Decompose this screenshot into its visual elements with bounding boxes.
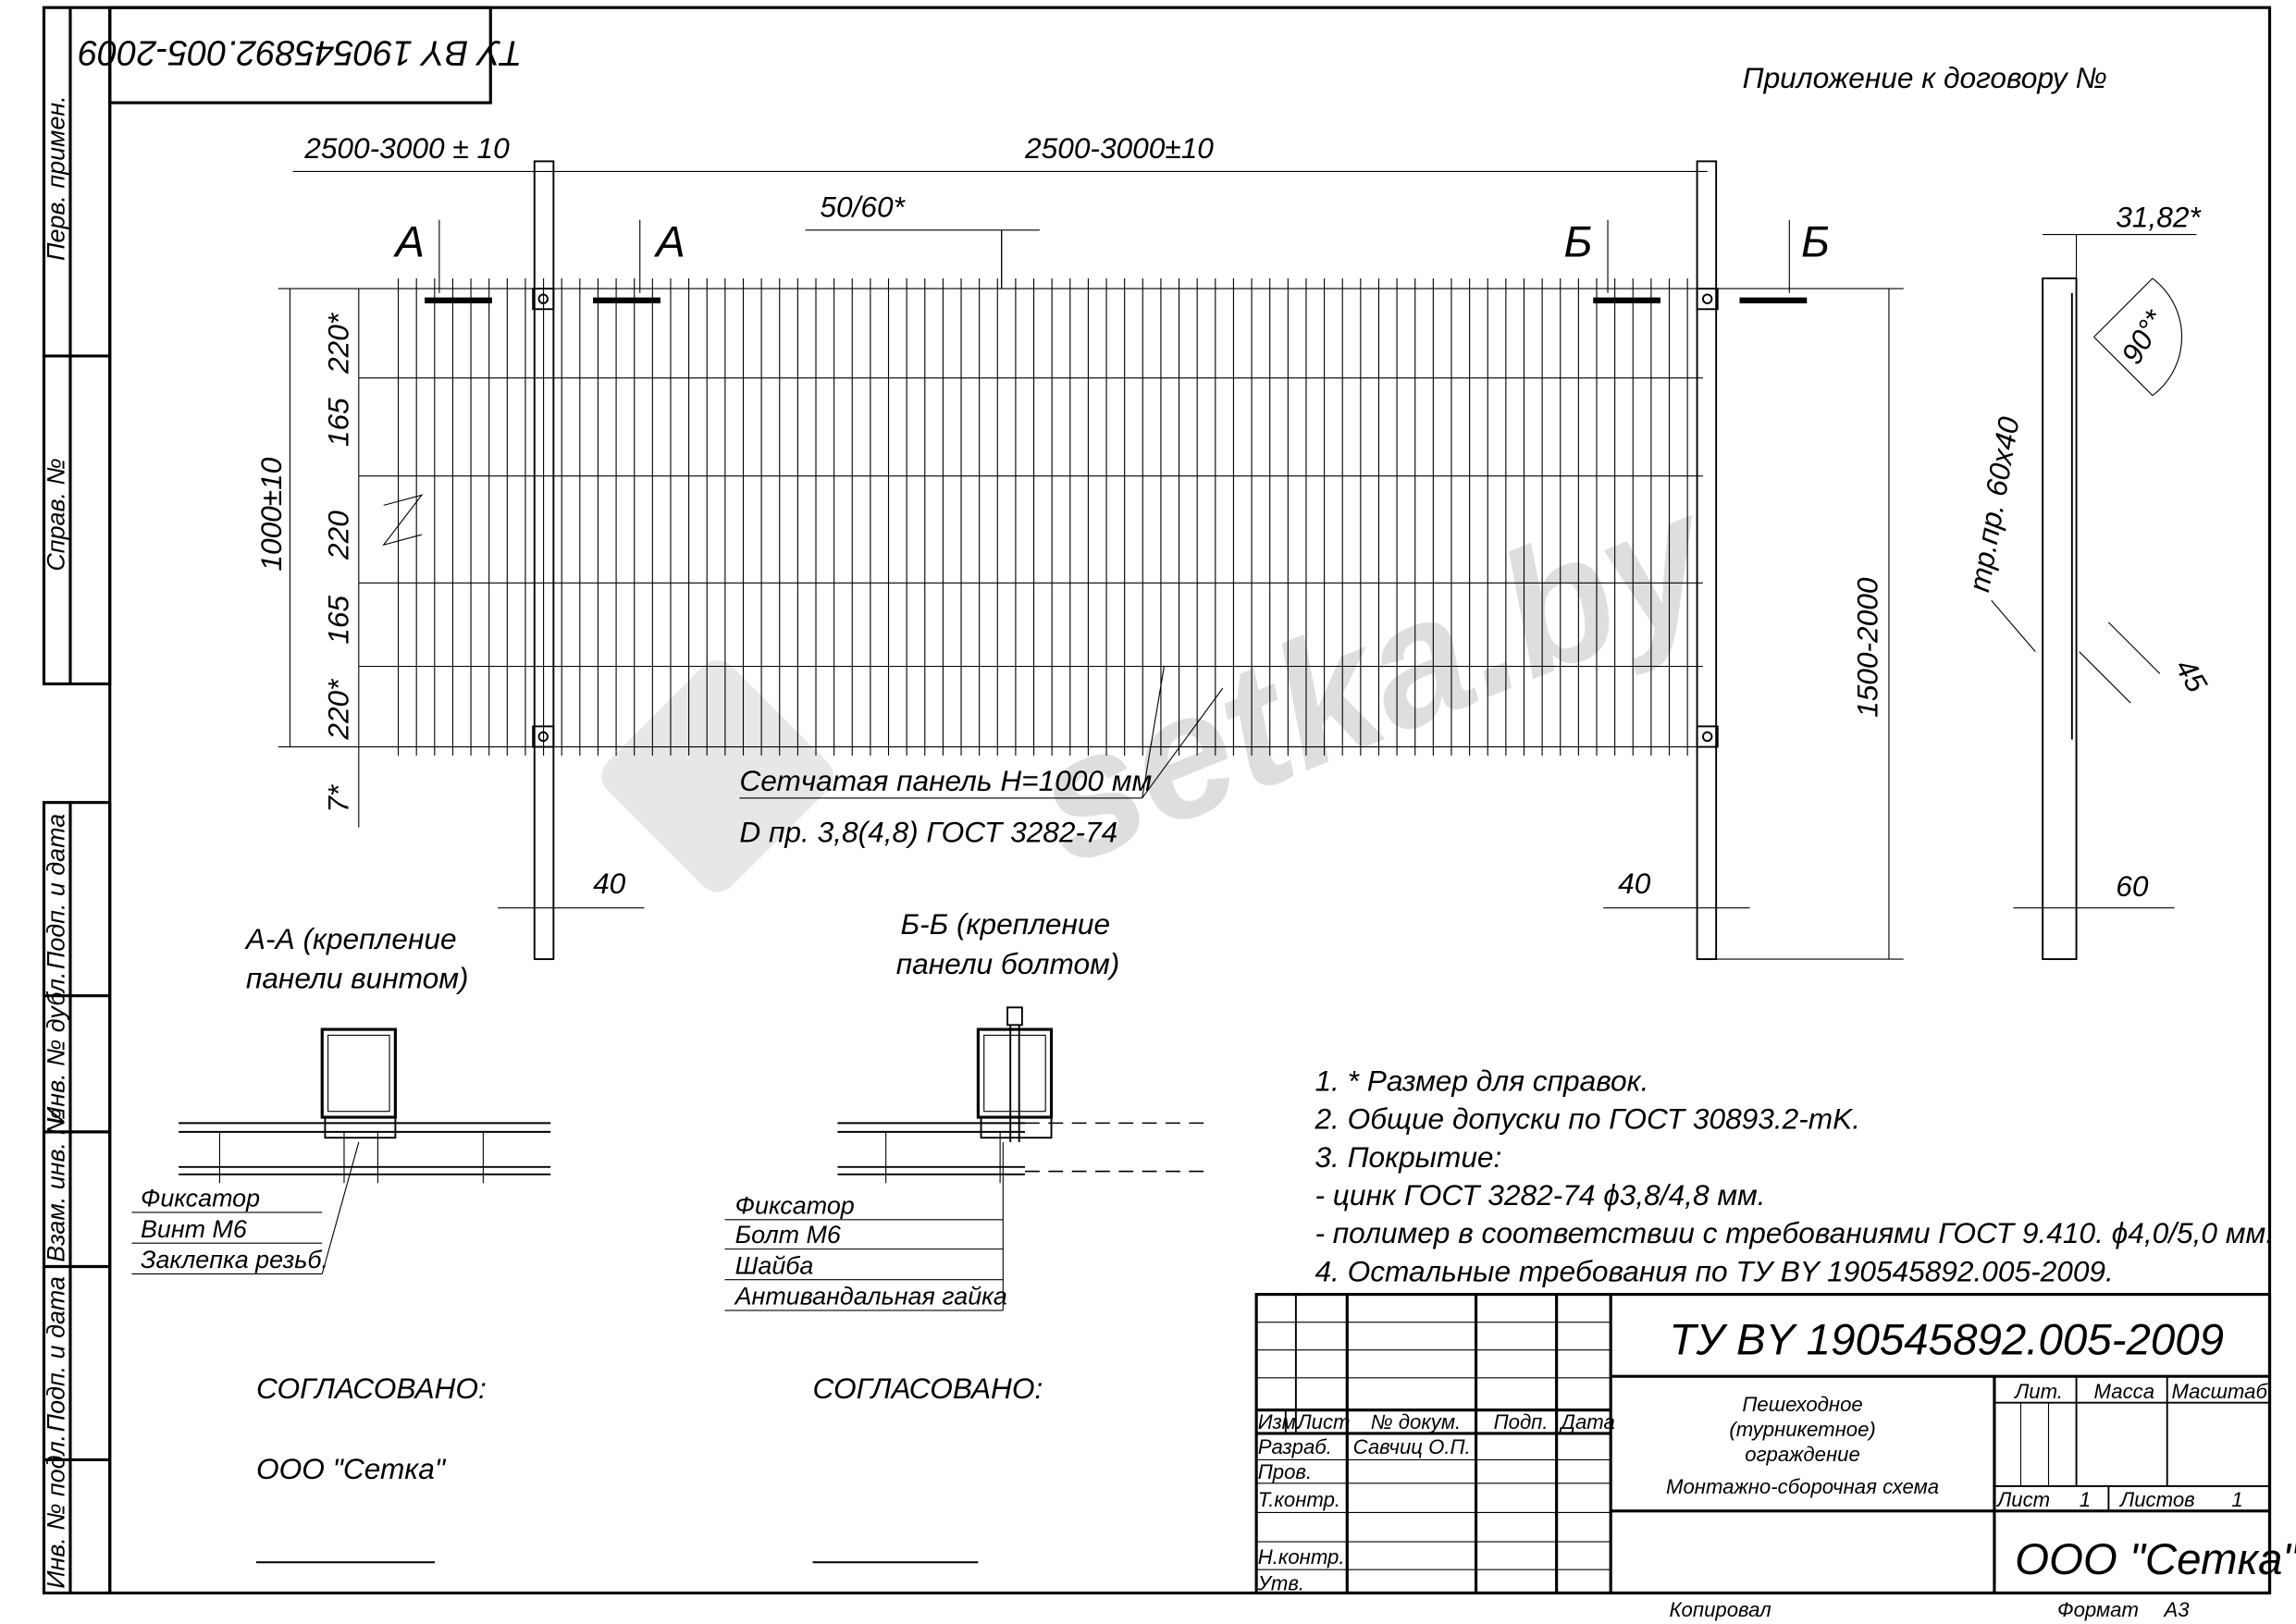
tb-header-list: Лист [1295,1410,1350,1433]
strip-perv-primen: Перв. примен. [43,95,70,261]
title-block [1254,1292,2272,1595]
bb-part-fixator: Фиксатор [735,1192,855,1220]
dimension-lines [289,170,2175,960]
dim-side-offset: 31,82* [2116,201,2202,234]
tb-format-value: А3 [2163,1598,2191,1621]
dim-post-right-40: 40 [1618,867,1651,900]
dim-side-45: 45 [2169,653,2215,698]
dim-post-height: 1500-2000 [1850,577,1883,718]
tb-header-data: Дата [1558,1410,1614,1433]
aa-part-rivet: Заклепка резьб. [141,1246,328,1273]
watermark-text: setka.by [1009,454,1742,902]
tb-role-prov: Пров. [1258,1460,1312,1483]
dim-side-angle: 90°* [2115,303,2172,370]
tb-lit: Лит. [2013,1380,2063,1403]
section-aa-title-1: А-А (крепление [244,922,457,955]
strip-vzam-inv: Взам. инв. № [43,1108,70,1261]
dim-seg-220-bot: 220* [322,678,355,741]
panel-label-line2: D пр. 3,8(4,8) ГОСТ 3282-74 [739,815,1117,848]
tb-sheet-value: 1 [2080,1488,2091,1511]
section-mark-a-right: А [653,217,685,266]
top-stamp-text: ТУ BY 190545892.005-2009 [79,33,523,72]
tb-header-izm: Изм. [1258,1410,1302,1433]
note-4: 4. Остальные требования по ТУ BY 1905458… [1315,1254,2113,1287]
dim-left-span: 2500-3000 ± 10 [303,131,510,165]
tb-name-line-4: Монтажно-сборочная схема [1666,1475,1939,1498]
tb-role-nkontr: Н.контр. [1258,1545,1345,1569]
note-3-zinc: - цинк ГОСТ 3282-74 ϕ3,8/4,8 мм. [1315,1178,1765,1212]
section-bb-drawing [724,1006,1208,1311]
tb-role-tkontr: Т.контр. [1258,1488,1340,1511]
tb-designation: ТУ BY 190545892.005-2009 [1670,1315,2225,1364]
tb-format-label: Формат [2057,1598,2139,1621]
strip-inv-podl: Инв. № подл. [43,1434,70,1589]
note-2: 2. Общие допуски по ГОСТ 30893.2-mK. [1314,1102,1860,1136]
tb-sheets-value: 1 [2231,1488,2242,1511]
tb-massa: Масса [2094,1380,2155,1403]
section-marks: А А Б Б [392,217,1830,303]
tb-sheets-label: Листов [2118,1488,2195,1511]
dim-seg-165-a: 165 [322,398,355,447]
section-bb-title-1: Б-Б (крепление [900,907,1110,941]
tb-name-line-3: ограждение [1745,1443,1860,1466]
dim-seg-220-mid: 220 [322,511,355,560]
note-1: 1. * Размер для справок. [1315,1064,1648,1098]
dim-side-pipe: тр.пр. 60х40 [1962,414,2026,595]
section-aa-title-2: панели винтом) [246,962,469,995]
notes: 1. * Размер для справок. 2. Общие допуск… [1314,1064,2274,1288]
appendix-label: Приложение к договору № [1743,61,2107,94]
tb-sheet-label: Лист [1995,1488,2050,1511]
aa-part-fixator: Фиксатор [141,1185,260,1212]
strip-podp-data-1: Подп. и дата [43,814,70,969]
aa-part-screw: Винт М6 [141,1215,247,1243]
bb-part-bolt: Болт М6 [735,1221,841,1249]
post-clamps [532,288,1719,748]
dim-post-left-40: 40 [593,867,626,900]
section-mark-b-left: Б [1564,217,1593,266]
side-view [1991,233,2197,961]
dim-seg-165-b: 165 [322,596,355,645]
dim-mesh-step: 50/60* [820,191,906,224]
tb-masshtab: Масштаб [2171,1380,2268,1403]
tb-role-razrab: Разраб. [1258,1435,1332,1458]
section-mark-a-left: А [392,217,425,266]
dim-panel-height: 1000±10 [254,457,288,571]
dim-main-span: 2500-3000±10 [1024,131,1214,165]
dim-side-60: 60 [2116,869,2149,903]
mesh-panel [278,229,1703,757]
top-stamp-box [108,6,492,105]
tb-developer: Савчиц О.П. [1353,1435,1471,1458]
left-post [533,160,555,961]
tb-role-utv: Утв. [1257,1571,1304,1594]
tb-name-line-2: (турникетное) [1729,1418,1875,1441]
sheet-frame [108,6,2272,1595]
tb-copied: Копировал [1670,1598,1772,1621]
tb-header-podp: Подп. [1494,1410,1549,1433]
strip-podp-data-2: Подп. и дата [43,1276,70,1432]
right-post [1696,160,1718,961]
strip-inv-dubl: Инв. № дубл. [43,972,70,1125]
tb-name-line-1: Пешеходное [1742,1393,1862,1416]
note-3-polymer: - полимер в соответствии с требованиями … [1315,1216,2274,1249]
strip-sprav-no: Справ. № [43,458,70,571]
section-aa-drawing [131,1027,551,1274]
section-mark-b-right: Б [1801,217,1830,266]
approval-left-org: ООО "Сетка" [256,1452,447,1485]
watermark-logo-icon [601,660,833,892]
note-3: 3. Покрытие: [1315,1140,1501,1174]
approval-right-label: СОГЛАСОВАНО: [813,1372,1043,1405]
tb-header-doc-no: № докум. [1371,1410,1462,1433]
bb-part-nut: Антивандальная гайка [734,1283,1007,1310]
side-strip: Перв. примен. Справ. № Подп. и дата Инв.… [43,6,112,1595]
dim-gap-7: 7* [322,783,355,813]
panel-label-line1: Сетчатая панель Н=1000 мм [739,764,1152,797]
section-bb-title-2: панели болтом) [896,947,1120,980]
bb-part-washer: Шайба [735,1251,814,1279]
approval-left-label: СОГЛАСОВАНО: [256,1372,487,1405]
tb-organization: ООО "Сетка" [2015,1535,2296,1584]
dim-seg-220-top: 220* [322,312,355,375]
